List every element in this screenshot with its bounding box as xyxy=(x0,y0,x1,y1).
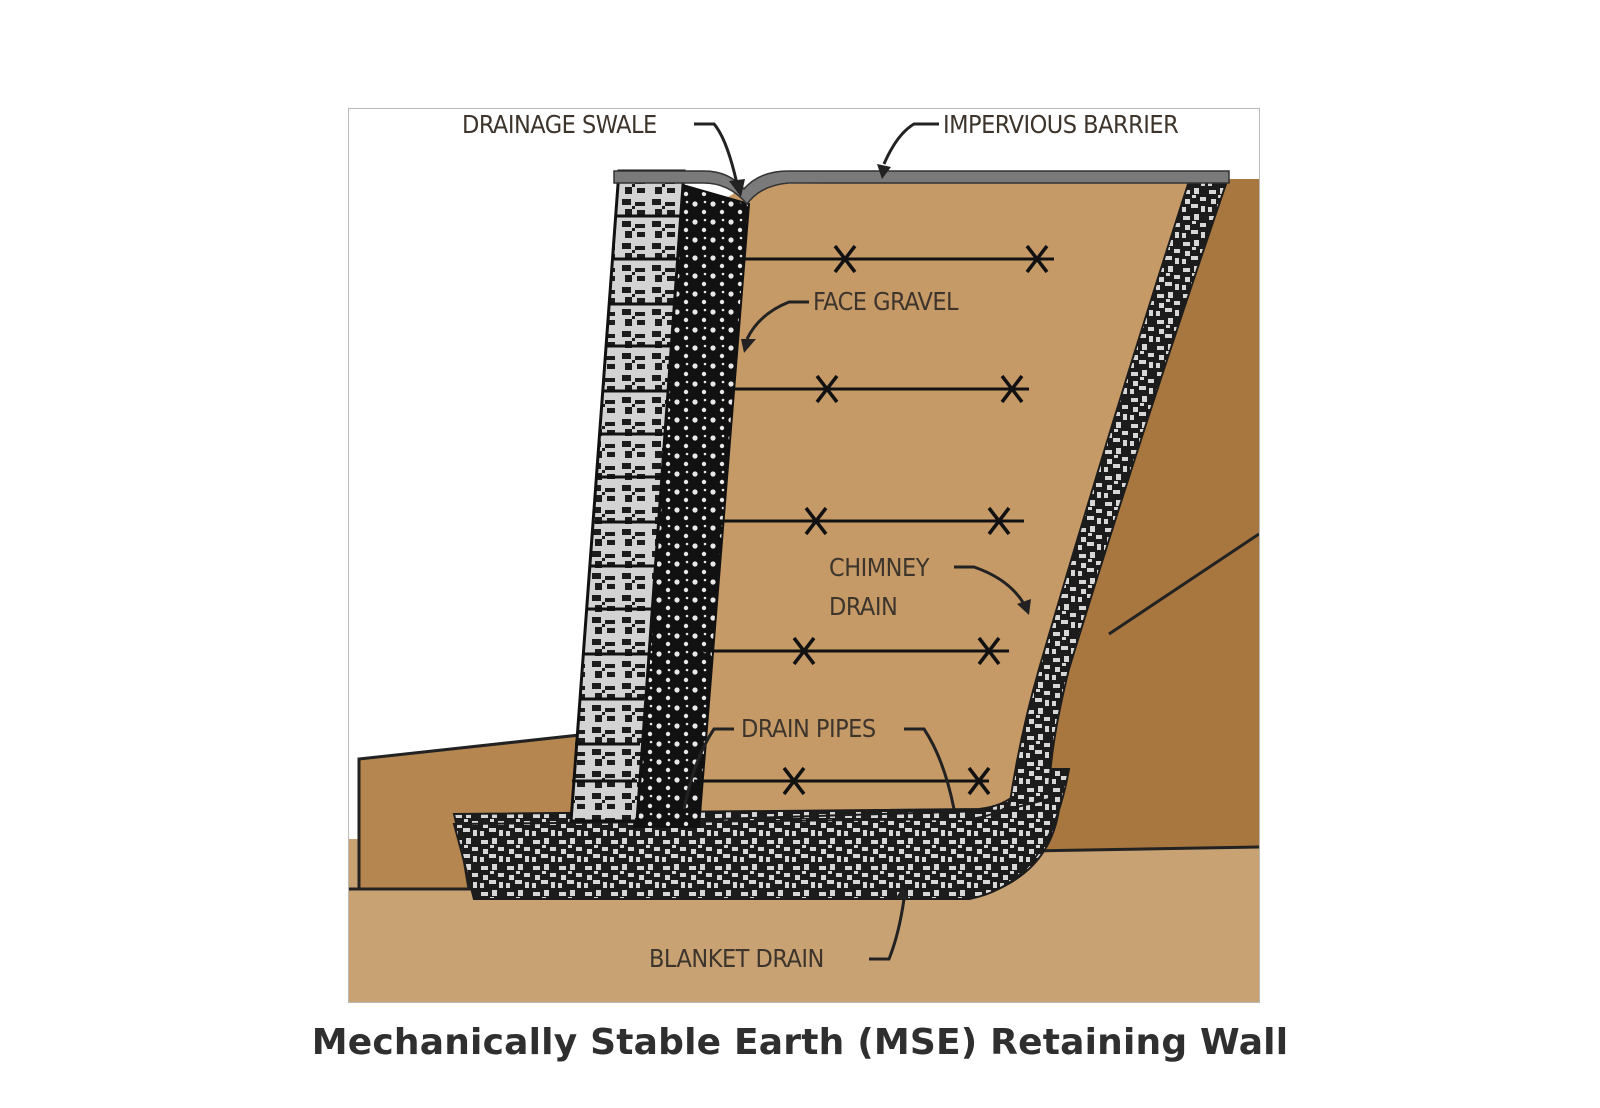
figure-caption: Mechanically Stable Earth (MSE) Retainin… xyxy=(311,1022,1289,1063)
mse-wall-diagram: DRAINAGE SWALE IMPERVIOUS BARRIER FACE G… xyxy=(348,108,1260,1003)
block-joints xyxy=(572,214,682,783)
label-chimney-drain-2: DRAIN xyxy=(829,592,897,621)
reinforced-backfill xyxy=(699,181,1219,829)
label-drainage-swale: DRAINAGE SWALE xyxy=(462,110,657,139)
label-blanket-drain: BLANKET DRAIN xyxy=(649,944,824,973)
chimney-drain xyxy=(1007,180,1229,811)
geogrid-connectors xyxy=(782,244,1049,796)
label-chimney-drain-1: CHIMNEY xyxy=(829,553,930,582)
native-soil-lower xyxy=(1049,847,1259,1002)
impervious-barrier xyxy=(613,170,1230,206)
callout-arrowheads xyxy=(729,164,1031,899)
callout-leaders xyxy=(682,122,1026,961)
label-face-gravel: FACE GRAVEL xyxy=(813,287,959,316)
label-impervious-barrier: IMPERVIOUS BARRIER xyxy=(943,110,1178,139)
native-soil-slope xyxy=(1039,179,1259,851)
diagram-canvas: DRAINAGE SWALE IMPERVIOUS BARRIER FACE G… xyxy=(349,110,1259,1002)
label-drain-pipes: DRAIN PIPES xyxy=(741,714,876,743)
geogrid-layers xyxy=(694,257,1054,783)
